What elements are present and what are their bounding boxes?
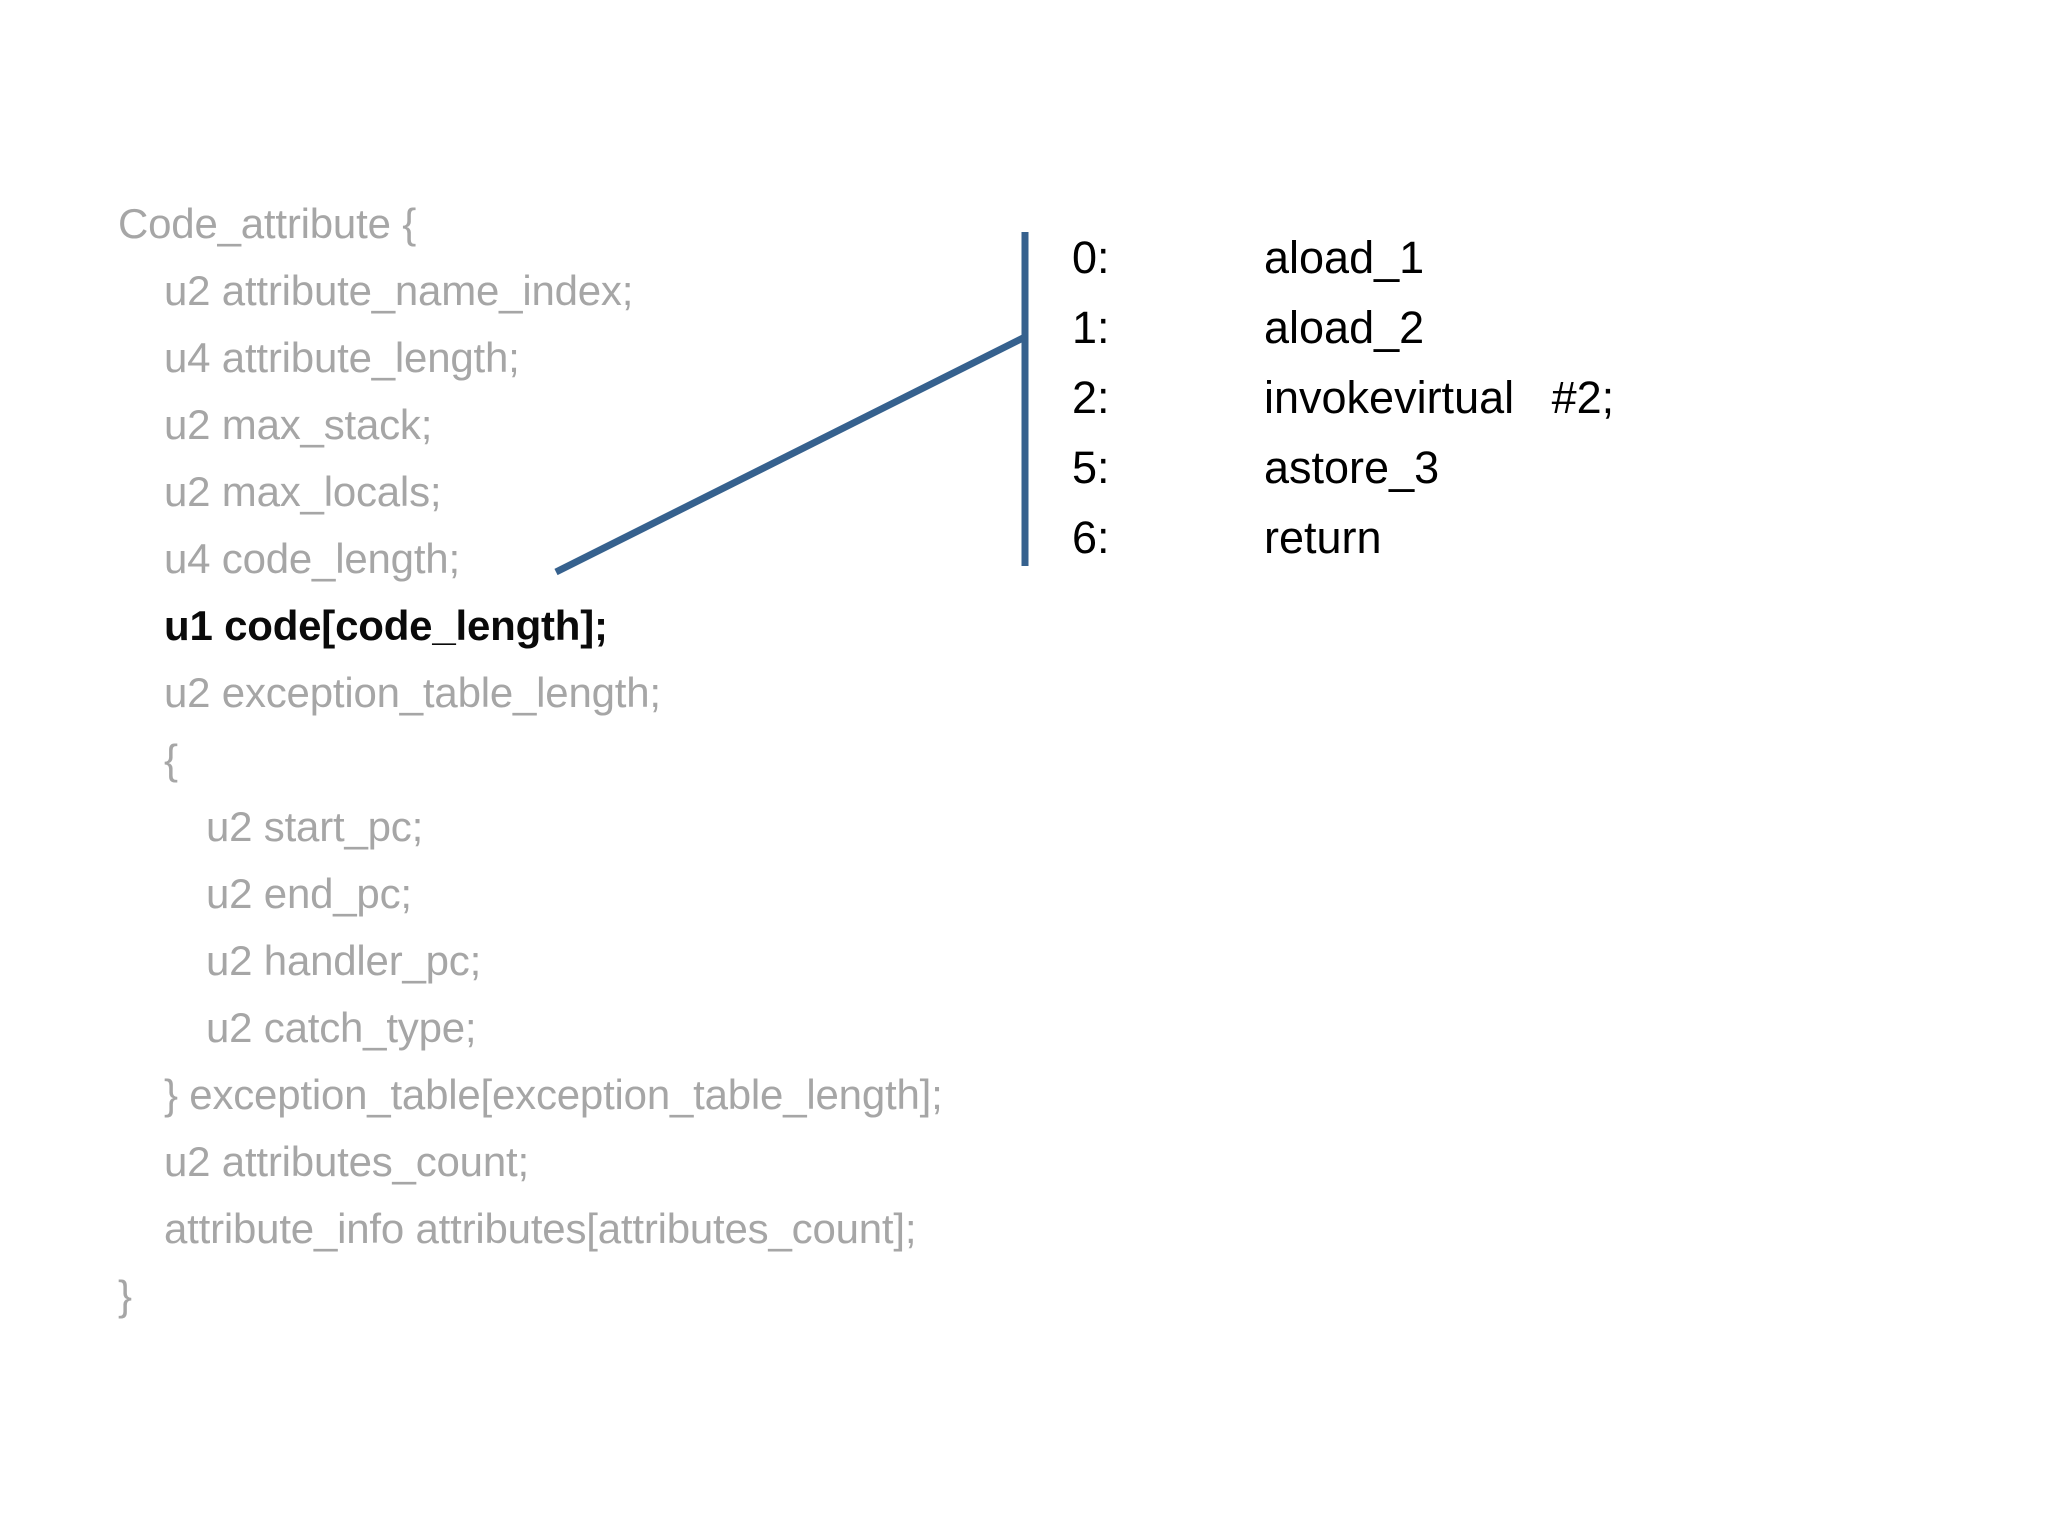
bytecode-row: 5: astore_3 [1072,442,1614,512]
bytecode-offset: 0: [1072,232,1110,283]
struct-line: u2 exception_table_length; [164,669,661,716]
struct-line: u2 catch_type; [206,1004,477,1051]
bytecode-row: 6: return [1072,512,1614,582]
bytecode-offset: 5: [1072,442,1110,493]
struct-line: u2 attributes_count; [164,1138,529,1185]
bytecode-instruction: return [1264,512,1382,563]
struct-line: u2 end_pc; [206,870,412,917]
bytecode-instruction: aload_2 [1264,302,1425,353]
struct-line-highlighted: u1 code[code_length]; [164,602,608,649]
bytecode-instruction: astore_3 [1264,442,1440,493]
struct-line: attribute_info attributes[attributes_cou… [164,1205,917,1252]
bytecode-row: 0: aload_1 [1072,232,1614,302]
bytecode-row: 1: aload_2 [1072,302,1614,372]
bytecode-row: 2: invokevirtual #2; [1072,372,1614,442]
struct-line: u4 code_length; [164,535,460,582]
struct-line: u2 max_locals; [164,468,442,515]
code-attribute-structure-listing: Code_attribute { u2 attribute_name_index;… [118,190,1018,1329]
struct-line: } [118,1272,132,1319]
struct-line: u2 start_pc; [206,803,424,850]
struct-line: { [164,736,178,783]
bytecode-offset: 6: [1072,512,1110,563]
struct-line: } exception_table[exception_table_length… [164,1071,943,1118]
struct-line: u4 attribute_length; [164,334,520,381]
bytecode-instruction: invokevirtual #2; [1264,372,1615,423]
struct-line: u2 max_stack; [164,401,433,448]
bytecode-listing: 0: aload_1 1: aload_2 2: invokevirtual #2; 5: a… [1072,232,1614,582]
struct-line: Code_attribute { [118,200,417,247]
bytecode-offset: 1: [1072,302,1110,353]
bytecode-offset: 2: [1072,372,1110,423]
bytecode-instruction: aload_1 [1264,232,1425,283]
struct-line: u2 attribute_name_index; [164,267,634,314]
struct-line: u2 handler_pc; [206,937,482,984]
